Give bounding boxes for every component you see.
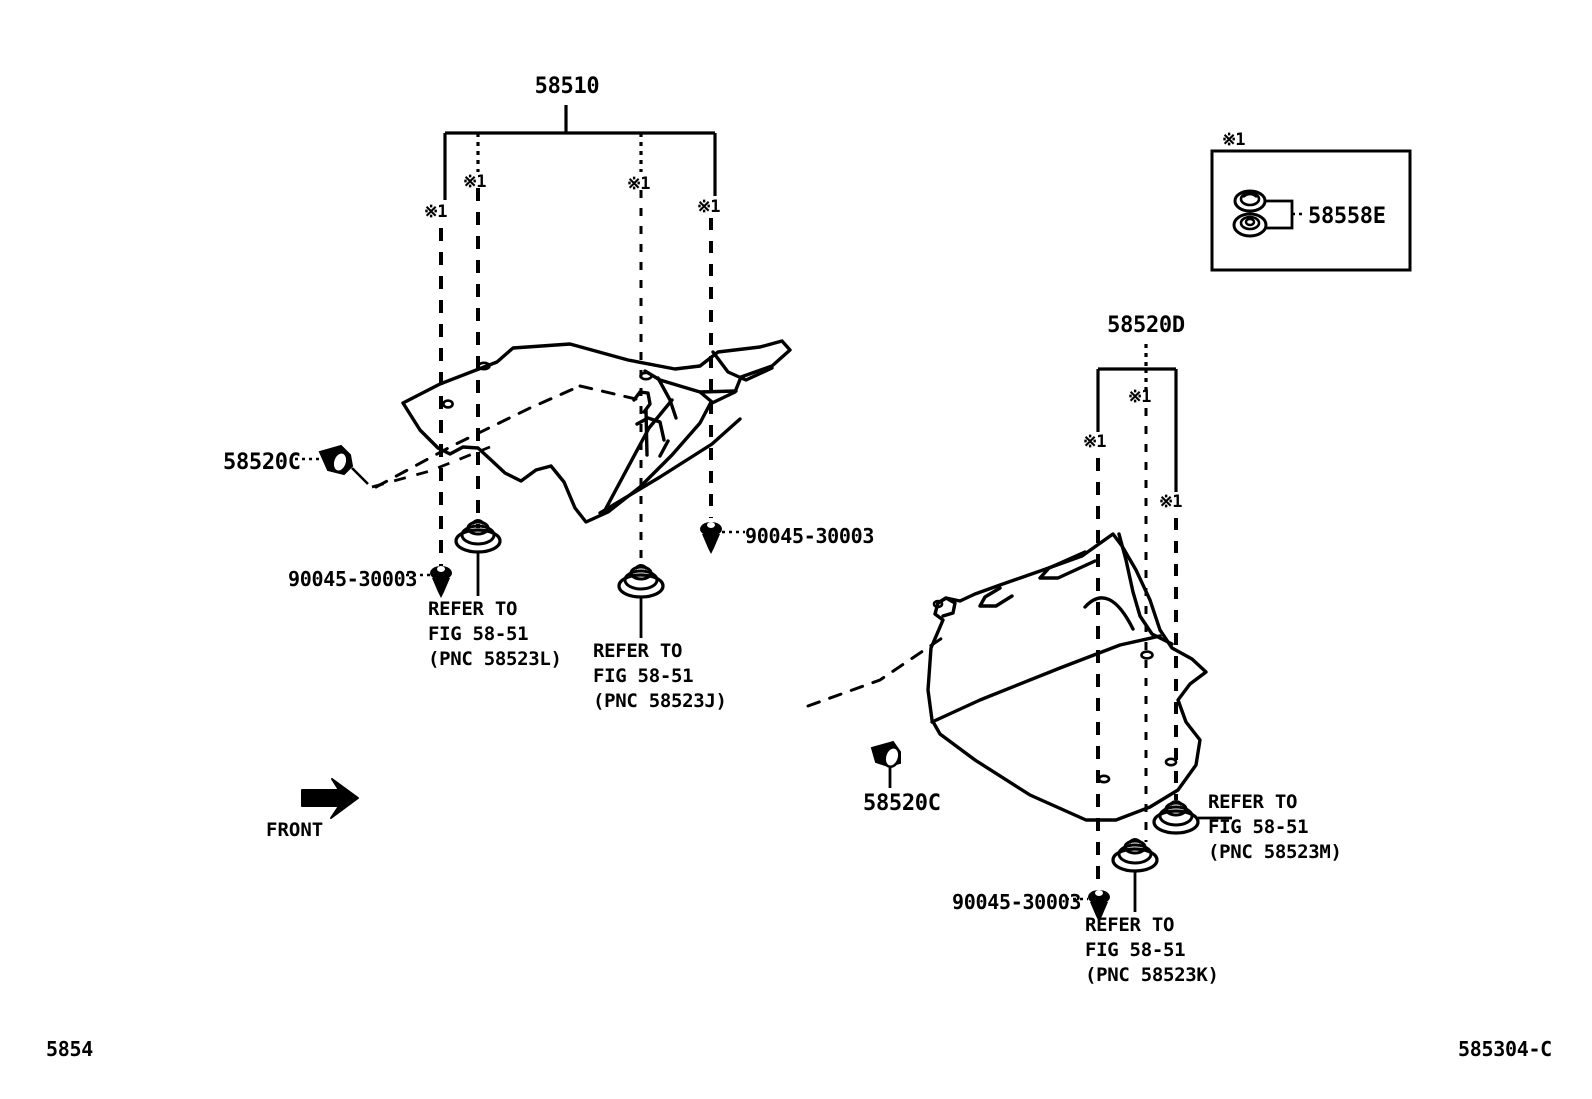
tab-2 <box>978 586 1014 608</box>
grommet-mid <box>623 569 659 591</box>
mid-grommet-58523j <box>617 564 665 638</box>
clip-dashed-leader <box>371 445 491 489</box>
left-clip-58520c <box>295 444 491 489</box>
hole-1 <box>477 361 491 371</box>
left-bolt-1 <box>406 566 452 598</box>
footer-right-code: 585304-C <box>1458 1037 1552 1061</box>
inset-box-58558e <box>1210 149 1412 272</box>
grommet-cap <box>470 519 486 526</box>
inset-part-label: 58558E <box>1308 204 1386 229</box>
right-clip-label: 58520C <box>863 791 941 816</box>
right-mark-1: ※1 <box>1083 432 1107 452</box>
bolt-top <box>1095 890 1103 896</box>
inset-bracket <box>1265 199 1294 230</box>
left-clip-label: 58520C <box>223 450 301 475</box>
hole-1 <box>1140 650 1154 660</box>
bolt-shank <box>702 534 720 554</box>
grommet-mid <box>1117 843 1153 865</box>
right-bolt <box>1066 890 1110 922</box>
left-refer-58523l: REFER TO FIG 58-51 (PNC 58523L) <box>428 598 562 671</box>
left-grommet-58523l <box>454 519 502 596</box>
arc-feature <box>1083 596 1135 631</box>
clip-stem <box>351 467 369 485</box>
clip-head <box>883 745 901 769</box>
left-bolt-1-label: 90045-30003 <box>288 567 418 591</box>
liner-outline <box>926 532 1208 822</box>
right-mark-3: ※1 <box>1159 492 1183 512</box>
tab-1 <box>1038 550 1097 580</box>
hole-2 <box>1097 774 1111 784</box>
washer-upper-cap <box>1242 192 1258 199</box>
right-grommet-58523k <box>1111 838 1159 912</box>
bolt-head <box>430 566 452 580</box>
washer-lower-inner <box>1239 215 1261 231</box>
left-panel-holes <box>442 361 653 409</box>
left-fender-liner-shape <box>401 339 792 524</box>
diag-edge-1 <box>602 398 674 514</box>
inner-edge-2 <box>1117 532 1174 646</box>
right-clip-58520c <box>870 740 901 788</box>
hole-2 <box>442 399 454 409</box>
liner-outline <box>401 339 792 524</box>
grommet-mid <box>460 524 496 546</box>
bolt-shank <box>432 578 450 598</box>
right-hidden-lines <box>806 632 950 708</box>
left-mark-1: ※1 <box>424 202 448 222</box>
right-main-part-label: 58520D <box>1107 313 1185 338</box>
washer-lower-outer <box>1232 212 1268 238</box>
right-refer-58523m: REFER TO FIG 58-51 (PNC 58523M) <box>1208 791 1342 864</box>
grommet-mid <box>1158 805 1194 827</box>
right-grommet-58523m <box>1152 800 1232 835</box>
grommet-base <box>1152 809 1200 835</box>
hole-3 <box>1164 757 1178 767</box>
corner-hook <box>936 596 957 618</box>
left-refer-58523j: REFER TO FIG 58-51 (PNC 58523J) <box>593 640 727 713</box>
clip-head <box>331 450 349 474</box>
bolt-head <box>1088 890 1110 904</box>
inner-edge-1 <box>930 634 1162 724</box>
bolt-head <box>700 522 722 536</box>
right-panel-holes <box>932 599 1178 784</box>
right-bolt-label: 90045-30003 <box>952 890 1082 914</box>
right-bracket <box>1096 344 1178 492</box>
footer-left-code: 5854 <box>46 1037 93 1061</box>
left-mark-2: ※1 <box>463 172 487 192</box>
left-mark-4: ※1 <box>697 197 721 217</box>
left-bolt-2 <box>700 522 745 554</box>
front-label: FRONT <box>266 819 324 841</box>
grommet-cap <box>1127 838 1143 845</box>
hole-4 <box>932 599 944 609</box>
right-fender-liner-shape <box>926 532 1208 822</box>
inset-mark: ※1 <box>1222 130 1246 150</box>
hidden-leader <box>806 632 950 708</box>
grommet-cap <box>1168 800 1184 807</box>
front-arrow-icon <box>301 778 359 819</box>
left-bolt-2-label: 90045-30003 <box>745 524 875 548</box>
left-mark-3: ※1 <box>627 174 651 194</box>
bolt-top <box>707 522 715 528</box>
diag-edge-2 <box>598 417 742 515</box>
left-bracket <box>443 105 717 200</box>
fold-c <box>698 390 714 404</box>
washer-lower-core <box>1244 217 1256 227</box>
grommet-cap <box>633 564 649 571</box>
hole-3 <box>639 371 653 381</box>
bolt-shank <box>1090 902 1108 922</box>
right-mark-2: ※1 <box>1128 387 1152 407</box>
small-tick <box>658 439 670 458</box>
fold-d <box>711 350 774 382</box>
left-main-part-label: 58510 <box>534 74 600 99</box>
left-hidden-lines <box>374 384 638 489</box>
hidden-upper <box>578 384 638 401</box>
notch-hook <box>632 390 652 414</box>
inset-border <box>1210 149 1412 272</box>
right-refer-58523k: REFER TO FIG 58-51 (PNC 58523K) <box>1085 914 1219 987</box>
bolt-top <box>437 566 445 572</box>
